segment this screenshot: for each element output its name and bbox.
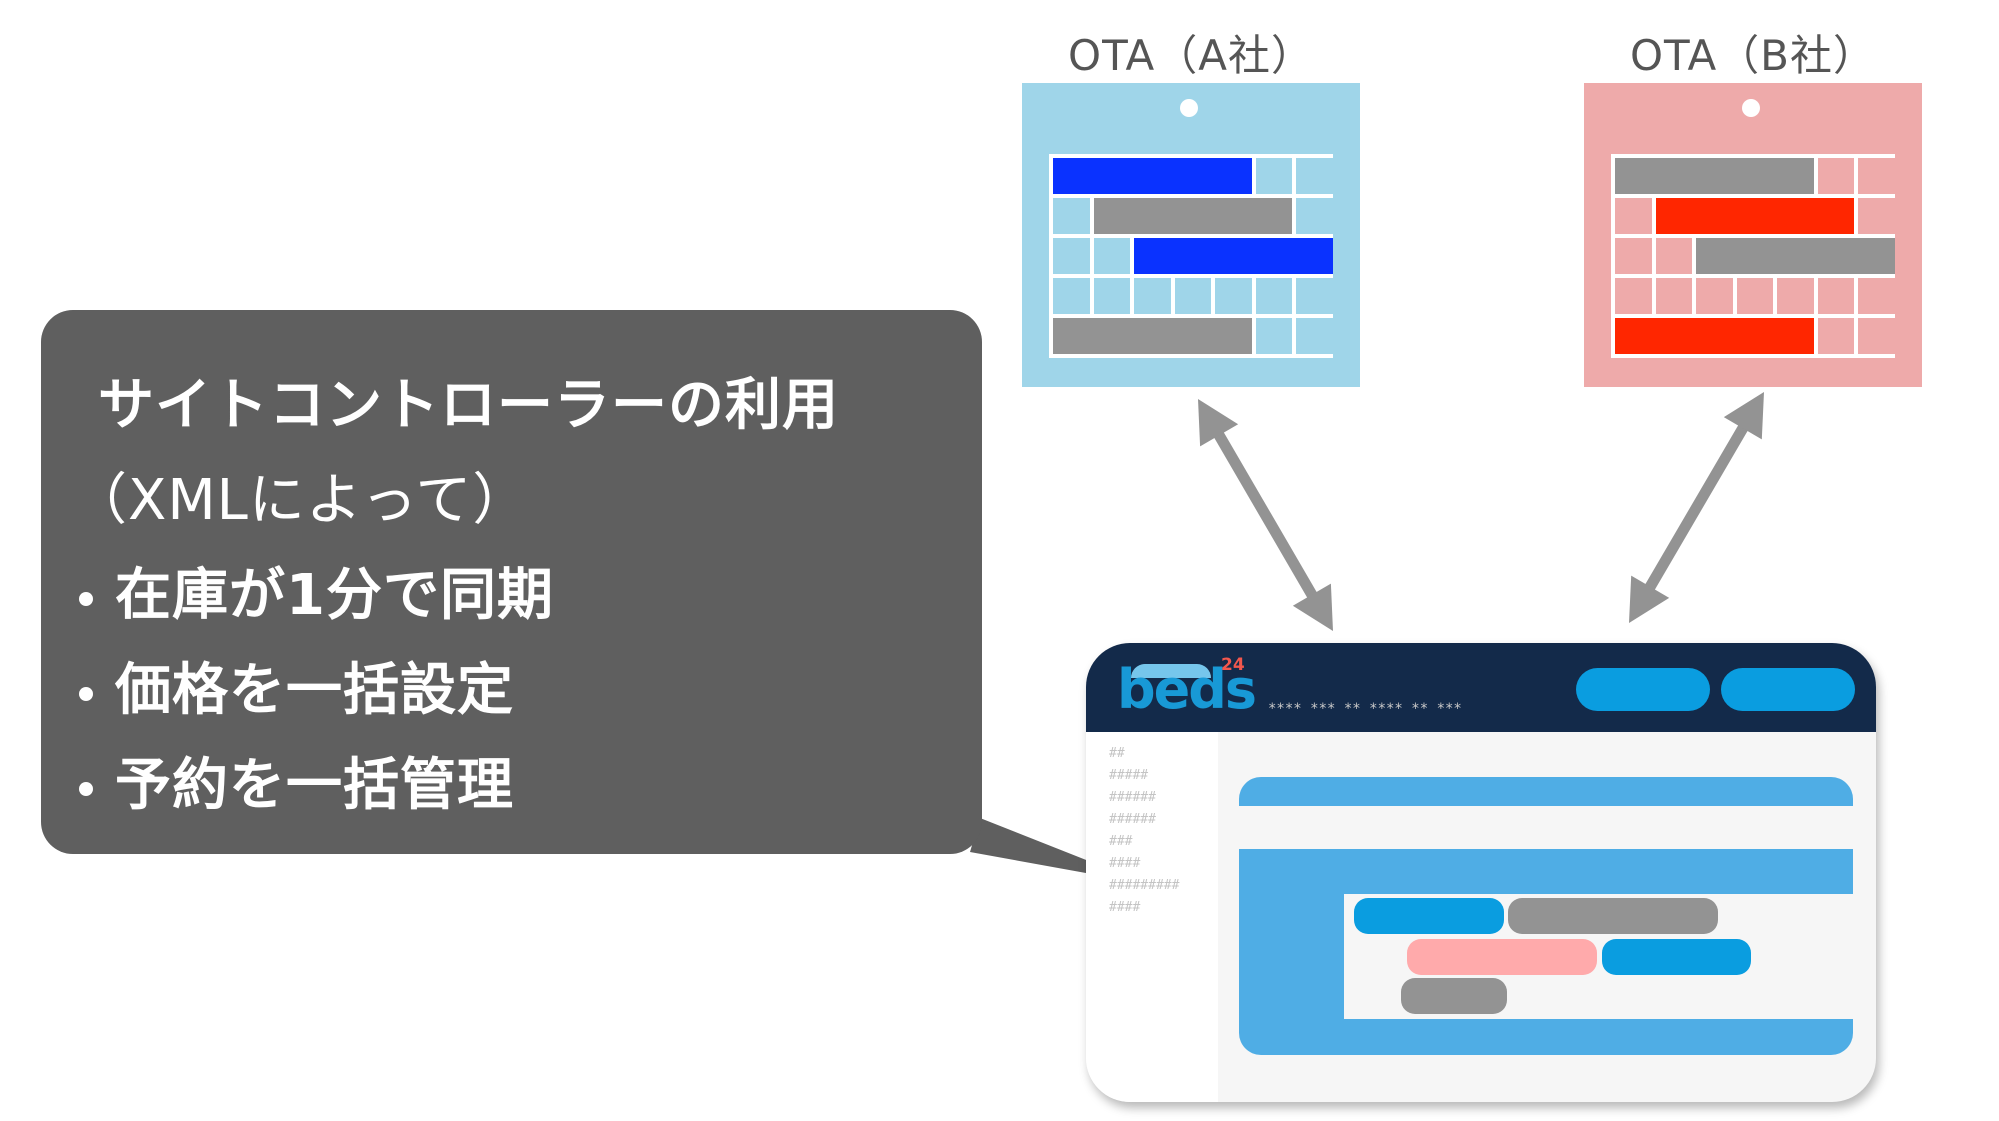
blocked-bar (1093, 198, 1292, 234)
sidebar-item[interactable]: ######### (1109, 878, 1180, 893)
callout-bullet: 予約を一括管理 (41, 740, 514, 821)
calendar-cell (1858, 198, 1895, 234)
callout-bullet: 在庫が1分で同期 (41, 550, 554, 631)
calendar-cell (1053, 198, 1090, 234)
calendar-cell (1817, 318, 1854, 354)
arrowhead-icon (1629, 575, 1670, 623)
sidebar-item[interactable]: #### (1109, 900, 1141, 915)
sidebar-item[interactable]: ##### (1109, 768, 1149, 783)
sidebar-item[interactable]: ###### (1109, 790, 1156, 805)
calendar-cell (1817, 158, 1854, 194)
sidebar-item[interactable]: ###### (1109, 812, 1156, 827)
arrow-ota-a-beds24 (1198, 399, 1333, 631)
header-placeholder-text: **** *** ** **** ** *** (1268, 701, 1462, 717)
beds24-logo: beds 24 (1117, 655, 1257, 721)
calendar-cell (1053, 278, 1090, 314)
arrowhead-icon (1292, 583, 1333, 631)
header-button-2[interactable] (1721, 668, 1855, 711)
calendar-cell (1255, 278, 1292, 314)
booking-bar[interactable] (1508, 898, 1718, 934)
calendar-cell (1296, 318, 1333, 354)
calendar-cell (1053, 238, 1090, 274)
calendar-hanger-dot (1742, 99, 1760, 117)
arrowhead-icon (1198, 399, 1239, 447)
calendar-hanger-dot (1180, 99, 1198, 117)
callout-subtitle: （XMLによって） (71, 468, 530, 533)
calendar-cell (1134, 278, 1171, 314)
arrow-shaft (1210, 425, 1321, 605)
calendar-cell (1655, 238, 1692, 274)
cloud-icon (1131, 664, 1211, 678)
callout-bubble: サイトコントローラーの利用 （XMLによって） 在庫が1分で同期 価格を一括設定… (41, 310, 982, 854)
bullet-icon (79, 686, 93, 701)
calendar-cell (1296, 278, 1333, 314)
booking-panel (1239, 849, 1853, 1055)
sidebar-item[interactable]: ## (1109, 746, 1125, 761)
blocked-bar (1615, 158, 1814, 194)
calendar-cell (1615, 198, 1652, 234)
beds24-window: beds 24 **** *** ** **** ** *** ########… (1086, 643, 1876, 1102)
booking-bar[interactable] (1354, 898, 1504, 934)
ota-a-calendar (1022, 83, 1360, 387)
calendar-cell (1296, 198, 1333, 234)
calendar-cell (1093, 238, 1130, 274)
calendar-cell (1215, 278, 1252, 314)
sidebar: ####################################### (1086, 732, 1218, 1102)
arrowhead-icon (1723, 392, 1764, 440)
calendar-cell (1296, 158, 1333, 194)
booking-chart (1344, 894, 1853, 1019)
calendar-cell (1093, 278, 1130, 314)
header-button-1[interactable] (1576, 668, 1710, 711)
calendar-cell (1858, 318, 1895, 354)
blocked-bar (1696, 238, 1895, 274)
calendar-cell (1615, 278, 1652, 314)
calendar-cell (1615, 238, 1652, 274)
ota-a-label: OTA（A社） (1068, 31, 1314, 80)
booking-bar[interactable] (1401, 978, 1507, 1014)
calendar-cell (1858, 158, 1895, 194)
booking-bar[interactable] (1602, 939, 1751, 975)
calendar-grid (1049, 154, 1333, 358)
booking-bar (1655, 198, 1854, 234)
calendar-cell (1777, 278, 1814, 314)
calendar-cell (1736, 278, 1773, 314)
sidebar-item[interactable]: #### (1109, 856, 1141, 871)
calendar-cell (1696, 278, 1733, 314)
calendar-cell (1255, 318, 1292, 354)
panel-header-bar (1239, 777, 1853, 806)
beds24-header: beds 24 **** *** ** **** ** *** (1086, 643, 1876, 732)
arrow-shaft (1641, 418, 1752, 597)
calendar-cell (1255, 158, 1292, 194)
arrow-ota-b-beds24 (1629, 392, 1764, 623)
booking-bar[interactable] (1407, 939, 1597, 975)
callout-bullet: 価格を一括設定 (41, 645, 514, 726)
calendar-cell (1858, 278, 1895, 314)
bullet-icon (79, 781, 93, 796)
booking-bar (1053, 158, 1252, 194)
ota-b-label: OTA（B社） (1630, 31, 1876, 80)
bullet-icon (79, 591, 93, 606)
calendar-grid (1611, 154, 1895, 358)
calendar-cell (1174, 278, 1211, 314)
booking-bar (1615, 318, 1814, 354)
sidebar-item[interactable]: ### (1109, 834, 1133, 849)
ota-b-calendar (1584, 83, 1922, 387)
callout-title: サイトコントローラーの利用 (98, 373, 839, 438)
calendar-cell (1817, 278, 1854, 314)
booking-bar (1134, 238, 1333, 274)
calendar-cell (1655, 278, 1692, 314)
blocked-bar (1053, 318, 1252, 354)
